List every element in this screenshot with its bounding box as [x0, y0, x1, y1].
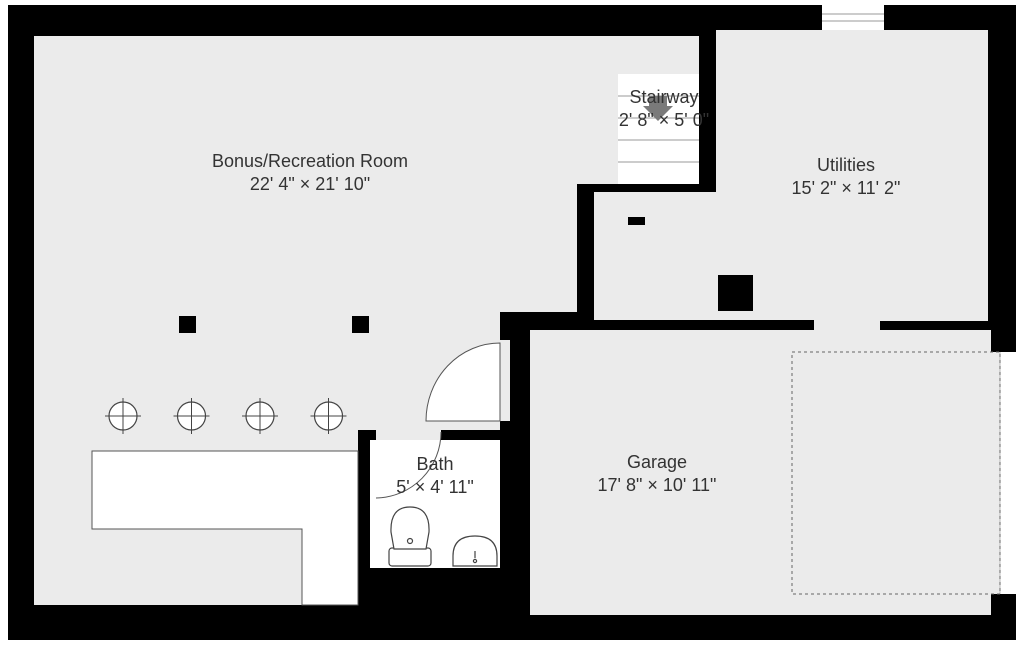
room-name-stairway: Stairway	[629, 87, 699, 107]
stairway-floor	[618, 74, 699, 184]
room-name-garage: Garage	[626, 452, 688, 472]
room-label-bath: Bath 5' × 4' 11"	[396, 453, 473, 499]
window-utilities	[822, 5, 884, 30]
toilet-icon	[388, 506, 432, 567]
door-swing-bath	[375, 431, 442, 499]
bar-stool-icon	[105, 398, 141, 434]
bar-counter	[91, 450, 359, 606]
support-column	[352, 316, 369, 333]
bar-stools	[105, 398, 347, 434]
room-name-utilities: Utilities	[816, 155, 875, 175]
room-label-utilities: Utilities 15' 2" × 11' 2"	[792, 154, 901, 200]
room-dims-stairway: 2' 8" × 5' 0"	[618, 110, 710, 130]
utility-vent	[628, 217, 645, 225]
bar-stool-icon	[173, 398, 210, 434]
room-name-recreation: Bonus/Recreation Room	[211, 151, 409, 171]
stair-arrow-icon	[643, 96, 673, 121]
room-dims-recreation: 22' 4" × 21' 10"	[249, 174, 371, 194]
utilities-floor	[594, 30, 988, 330]
room-label-stairway: Stairway 2' 8" × 5' 0"	[619, 86, 709, 132]
door-swing-rec	[425, 342, 501, 422]
support-column	[179, 316, 196, 333]
room-dims-garage: 17' 8" × 10' 11"	[597, 475, 717, 495]
garage-floor	[530, 320, 1000, 615]
room-label-garage: Garage 17' 8" × 10' 11"	[598, 451, 717, 497]
sink-icon	[452, 535, 498, 567]
bar-stool-icon	[310, 398, 347, 434]
garage-door-opening	[1000, 352, 1016, 594]
utility-column	[718, 275, 753, 311]
room-dims-utilities: 15' 2" × 11' 2"	[791, 178, 901, 198]
room-name-bath: Bath	[416, 454, 454, 474]
room-dims-bath: 5' × 4' 11"	[396, 477, 474, 497]
bar-stool-icon	[242, 398, 278, 434]
room-label-recreation: Bonus/Recreation Room 22' 4" × 21' 10"	[212, 150, 408, 196]
parking-space	[791, 351, 1001, 595]
